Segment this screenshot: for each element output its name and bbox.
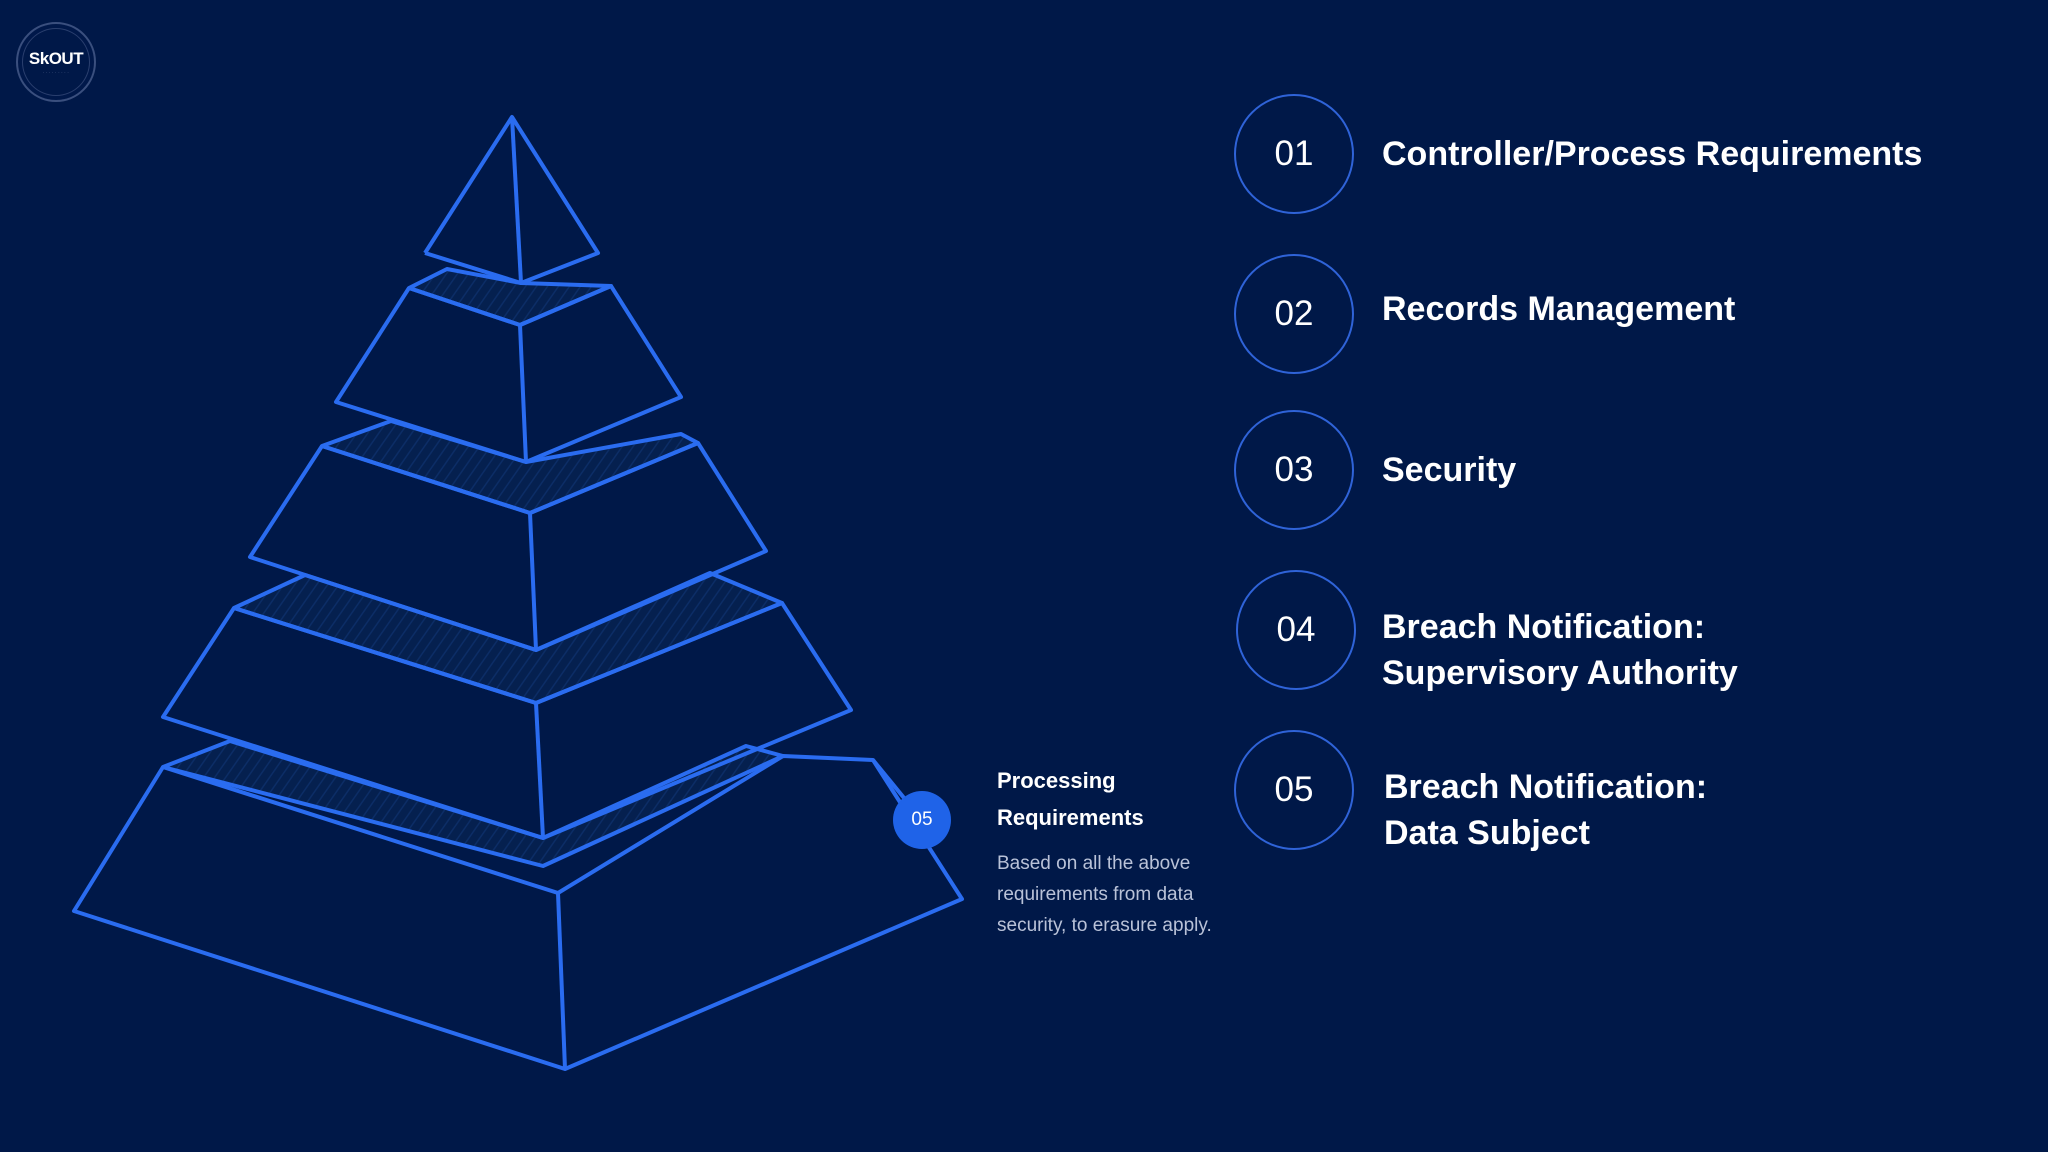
- number-circle-3: 03: [1234, 410, 1354, 530]
- callout-title: Processing Requirements: [997, 768, 1144, 830]
- number-circle-1: 01: [1234, 94, 1354, 214]
- number-circle-4: 04: [1236, 570, 1356, 690]
- item-label-5: Breach Notification: Data Subject: [1384, 768, 1708, 852]
- item-label-4: Breach Notification: Supervisory Authori…: [1382, 608, 1738, 692]
- pyramid-tier-1: [423, 115, 600, 285]
- item-label-2: Records Management: [1382, 290, 1736, 328]
- list-item-4: 04 Breach Notification: Supervisory Auth…: [1234, 570, 1994, 692]
- pyramid-tier-5-ridge: [556, 892, 567, 1070]
- list-item-5: 05 Breach Notification: Data Subject: [1234, 730, 1994, 852]
- number-circle-2: 02: [1234, 254, 1354, 374]
- pyramid-tier-5: [72, 754, 964, 1071]
- logo-text: SkOUT: [28, 48, 84, 68]
- pyramid-gap-4: [161, 739, 785, 868]
- logo-tagline-mark: · · · · · · · · ·: [43, 69, 69, 75]
- list-item-2: 02 Records Management: [1234, 254, 1994, 376]
- pyramid-tier-3-ridge: [528, 512, 538, 651]
- callout-description: Based on all the above requirements from…: [997, 853, 1212, 936]
- callout-number-badge: 05: [893, 791, 951, 849]
- pyramid-tier-1-ridge: [510, 116, 523, 284]
- list-item-1: 01 Controller/Process Requirements: [1234, 94, 1994, 216]
- pyramid-tier-4-ridge: [534, 702, 545, 839]
- item-label-1: Controller/Process Requirements: [1382, 135, 1923, 173]
- skout-logo: SkOUT · · · · · · · · ·: [16, 22, 96, 102]
- pyramid-tier-2-ridge: [518, 324, 528, 463]
- number-circle-5: 05: [1234, 730, 1354, 850]
- pyramid-tier-4: [161, 601, 853, 840]
- item-label-3: Security: [1382, 451, 1517, 489]
- list-item-3: 03 Security: [1234, 410, 1994, 532]
